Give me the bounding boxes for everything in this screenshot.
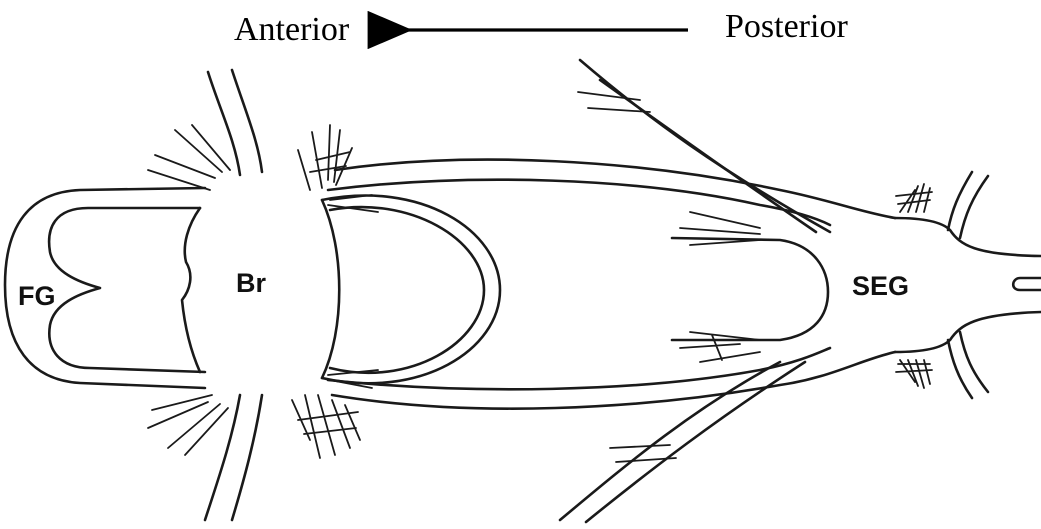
posterior-label: Posterior [725, 8, 848, 45]
brain-lower-nerves [148, 395, 360, 520]
subesophageal-ganglion-outline [895, 172, 1041, 398]
esophagus-outline [322, 196, 828, 384]
brain-upper-nerves [148, 70, 352, 190]
br-label: Br [236, 268, 266, 298]
circumesophageal-connectives [328, 160, 895, 409]
fg-label: FG [18, 281, 56, 311]
seg-nerves [328, 60, 830, 522]
seg-label: SEG [852, 271, 909, 301]
anterior-label: Anterior [234, 11, 350, 48]
